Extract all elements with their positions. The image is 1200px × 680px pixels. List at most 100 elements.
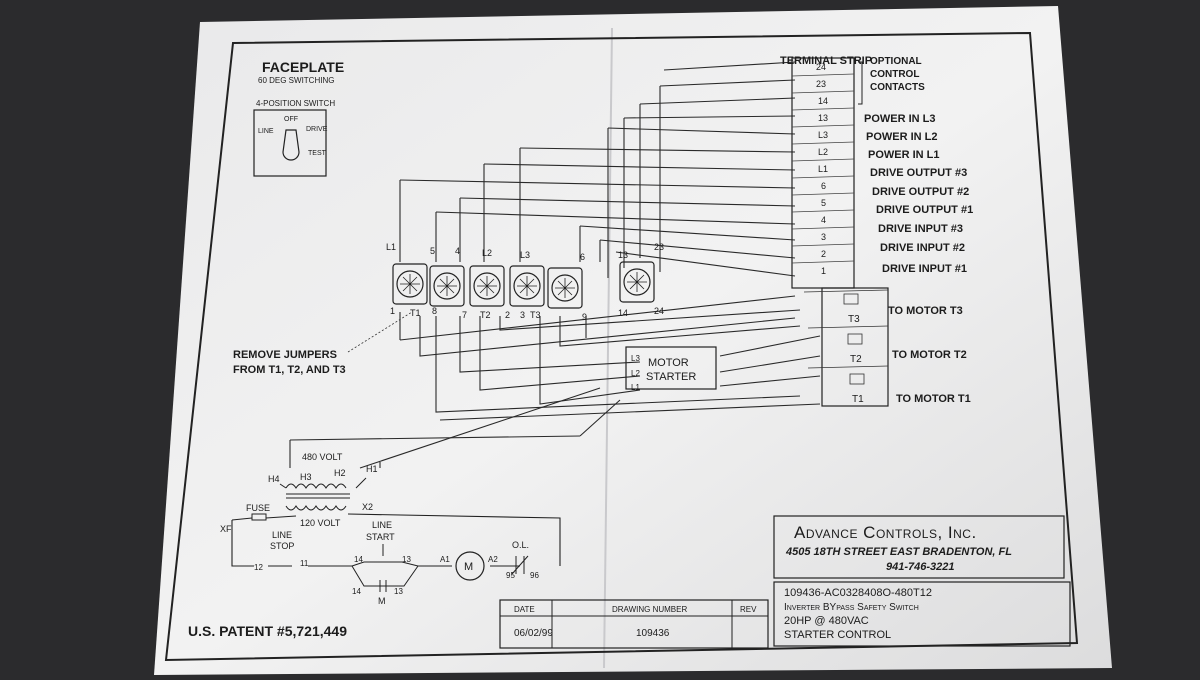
control-num: A1 xyxy=(440,555,450,564)
overload-label: O.L. xyxy=(512,540,529,550)
jumper-note-line-1: REMOVE JUMPERS xyxy=(233,349,337,361)
switch-knob-icon xyxy=(282,129,300,161)
starter-terminal: L1 xyxy=(631,383,640,392)
optional-contacts-bracket xyxy=(858,61,863,105)
company-phone: 941-746-3221 xyxy=(886,561,955,573)
motor-terminal-dividers xyxy=(803,289,889,385)
deck-top-label: 6 xyxy=(580,252,585,262)
drawing-border xyxy=(164,31,1079,662)
line-stop-label: LINE xyxy=(272,530,292,540)
paper-sheet xyxy=(154,6,1112,675)
four-position-switch xyxy=(253,109,327,177)
motor-coil-icon xyxy=(455,551,485,581)
terminal-label: DRIVE INPUT #3 xyxy=(878,223,963,235)
fuse-label: FUSE xyxy=(246,503,270,513)
terminal-number: 13 xyxy=(818,113,828,123)
terminal-number: L2 xyxy=(818,147,828,157)
title-block-frame xyxy=(499,599,769,649)
terminal-number: 4 xyxy=(821,215,826,225)
overload-contact-icon xyxy=(511,555,529,575)
motor-starter-box xyxy=(625,346,717,390)
wiring-lines xyxy=(289,61,821,469)
terminal-label: CONTROL xyxy=(870,69,919,80)
deck-bottom-label: 2 xyxy=(505,310,510,320)
patent-number: U.S. PATENT #5,721,449 xyxy=(188,623,347,639)
jumper-leader xyxy=(347,311,413,353)
deck-bottom-label: 8 xyxy=(432,306,437,316)
deck-bottom-label: 7 xyxy=(462,310,467,320)
terminal-number: 14 xyxy=(818,96,828,106)
control-num: 96 xyxy=(530,571,539,580)
faceplate-title: FACEPLATE xyxy=(262,59,344,75)
transformer-icon xyxy=(279,477,367,511)
transformer-terminal: H3 xyxy=(300,472,312,482)
terminal-label: CONTACTS xyxy=(870,82,925,93)
start-contact-icon xyxy=(351,544,419,592)
control-num: 12 xyxy=(254,563,263,572)
x2-label: X2 xyxy=(362,502,373,512)
drawing-number: 109436 xyxy=(636,628,670,639)
deck-bottom-label: T1 xyxy=(410,308,421,318)
terminal-number: 5 xyxy=(821,198,826,208)
deck-bottom-label: T2 xyxy=(480,310,491,320)
control-num: 14 xyxy=(354,555,363,564)
description-box xyxy=(773,581,1071,647)
terminal-strip-title: TERMINAL STRIP xyxy=(780,55,872,67)
description-line: 20HP @ 480VAC xyxy=(784,615,869,627)
date-header: DATE xyxy=(514,605,535,614)
description-line: Inverter BYpass Safety Switch xyxy=(784,602,919,613)
line-start-label: LINE xyxy=(372,520,392,530)
terminal-number: L3 xyxy=(818,130,828,140)
fuse-icon xyxy=(251,513,267,521)
company-block: Advance Controls, Inc. 4505 18TH STREET … xyxy=(773,515,1065,579)
xf-label: XF xyxy=(220,524,232,534)
switch-caption: 4-POSITION SWITCH xyxy=(256,99,335,108)
switch-deck-row xyxy=(392,261,655,309)
switch-pos-drive: DRIVE xyxy=(306,126,328,133)
control-num: 13 xyxy=(402,555,411,564)
terminal-number: 23 xyxy=(816,79,826,89)
control-wires xyxy=(231,513,561,567)
deck-bottom-label: 1 xyxy=(390,306,395,316)
terminal-label: DRIVE INPUT #1 xyxy=(882,263,967,275)
switch-pos-line: LINE xyxy=(258,128,274,135)
switch-pos-off: OFF xyxy=(284,116,298,123)
terminal-number: L1 xyxy=(818,164,828,174)
terminal-number: 3 xyxy=(821,232,826,242)
terminal-label: TO MOTOR T2 xyxy=(892,349,967,361)
switch-pos-test: TEST xyxy=(308,150,327,157)
deck-bottom-label: T3 xyxy=(530,310,541,320)
transformer-terminal: H2 xyxy=(334,468,346,478)
terminal-label: DRIVE OUTPUT #3 xyxy=(870,167,967,179)
deck-top-label: 4 xyxy=(455,246,460,256)
terminal-strip: TERMINAL STRIP 24 23 14 13 L3 L2 L1 6 5 … xyxy=(780,55,973,407)
motor-starter-label: STARTER xyxy=(646,371,696,383)
terminal-number: 6 xyxy=(821,181,826,191)
terminal-dividers xyxy=(791,73,855,264)
description-line: STARTER CONTROL xyxy=(784,629,891,641)
transformer-terminal: H4 xyxy=(268,474,280,484)
switch-decks: L1 5 4 L2 L3 6 13 23 1 T1 8 7 T2 2 3 T3 … xyxy=(386,242,664,322)
deck-bottom-label: 14 xyxy=(618,308,628,318)
faceplate-block: FACEPLATE 60 DEG SWITCHING 4-POSITION SW… xyxy=(253,59,344,177)
title-block: DATE DRAWING NUMBER REV 06/02/99 109436 … xyxy=(499,581,1071,649)
fold-crease xyxy=(603,27,613,669)
jumper-note: REMOVE JUMPERS FROM T1, T2, AND T3 xyxy=(233,311,413,376)
volt-480-label: 480 VOLT xyxy=(302,452,343,462)
company-address: 4505 18TH STREET EAST BRADENTON, FL xyxy=(785,546,1012,558)
company-box xyxy=(773,515,1065,579)
terminal-label: DRIVE INPUT #2 xyxy=(880,242,965,254)
deck-top-label: L3 xyxy=(520,250,530,260)
deck-top-label: L1 xyxy=(386,242,396,252)
terminal-label: POWER IN L2 xyxy=(866,131,938,143)
deck-bottom-label: 24 xyxy=(654,306,664,316)
deck-top-label: 13 xyxy=(618,250,628,260)
drawing-date: 06/02/99 xyxy=(514,628,553,639)
terminal-label: OPTIONAL xyxy=(870,56,922,67)
transformer-terminal: H1 xyxy=(366,464,378,474)
deck-bottom-label: 9 xyxy=(582,312,587,322)
jumper-note-line-2: FROM T1, T2, AND T3 xyxy=(233,364,346,376)
terminal-label: DRIVE OUTPUT #1 xyxy=(876,204,973,216)
